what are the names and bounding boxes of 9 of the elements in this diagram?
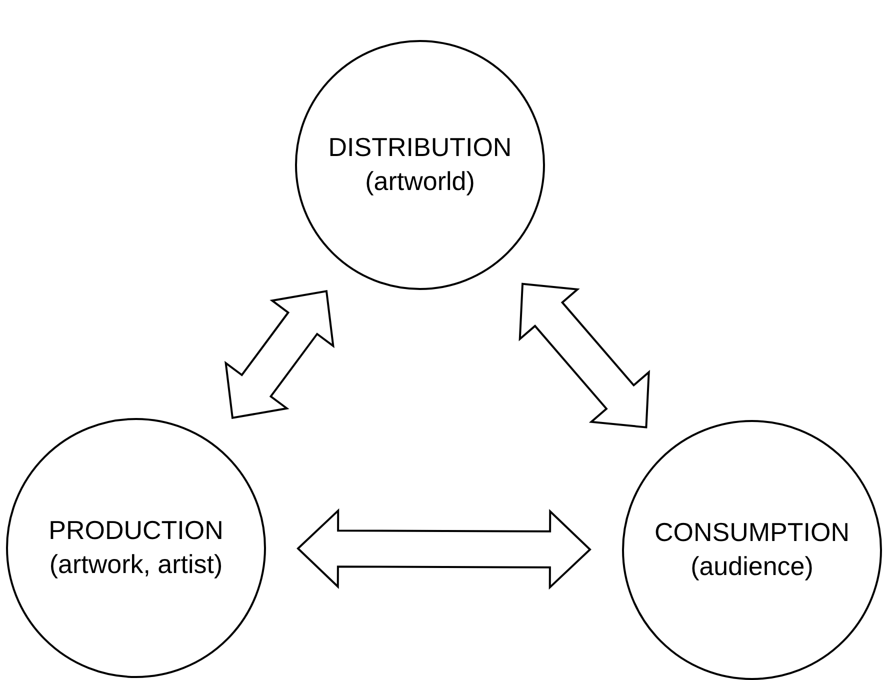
node-title: PRODUCTION [48,514,224,548]
node-subtitle: (audience) [690,550,814,583]
node-subtitle: (artworld) [365,165,475,198]
double-block-arrow [224,290,334,420]
node-subtitle: (artwork, artist) [49,548,223,581]
double-block-arrow [518,282,650,428]
double-block-arrow [296,508,592,590]
node-title: CONSUMPTION [654,516,850,550]
node-title: DISTRIBUTION [328,131,512,164]
